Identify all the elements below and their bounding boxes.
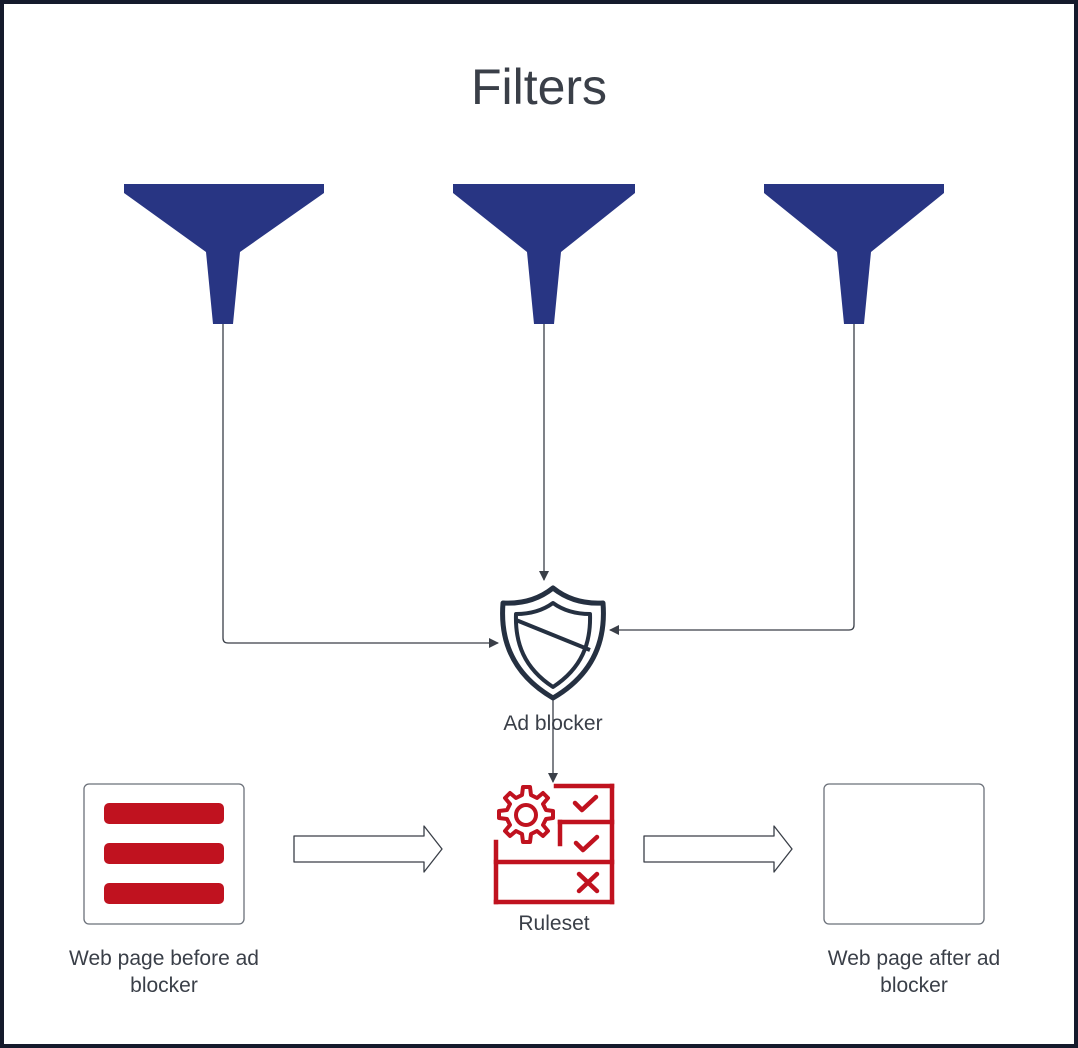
page-after-label: Web page after ad blocker xyxy=(827,947,1001,997)
check-icon xyxy=(572,794,599,813)
blank-web-page-icon xyxy=(823,783,985,925)
ruleset-label: Ruleset xyxy=(518,912,590,935)
flow-arrow-icon xyxy=(293,825,443,873)
ad-bar xyxy=(104,883,224,904)
gear-icon xyxy=(497,785,555,844)
flow-arrow-icon xyxy=(643,825,793,873)
funnel-icon xyxy=(124,184,324,324)
web-page-with-ads-icon xyxy=(83,783,245,925)
ad-bar xyxy=(104,803,224,824)
check-icon xyxy=(573,834,600,853)
funnel-icon xyxy=(764,184,944,324)
connector-right-filter-to-adblocker xyxy=(609,324,855,635)
adblocker-label: Ad blocker xyxy=(503,712,603,735)
funnel-icon xyxy=(453,184,635,324)
cross-icon xyxy=(576,871,600,894)
diagram-title: Filters xyxy=(470,59,608,115)
connector-left-filter-to-adblocker xyxy=(222,324,499,648)
page-before-label: Web page before ad blocker xyxy=(69,947,259,997)
ruleset-checklist-icon xyxy=(493,783,615,905)
ad-bar xyxy=(104,843,224,864)
shield-icon xyxy=(500,585,606,701)
